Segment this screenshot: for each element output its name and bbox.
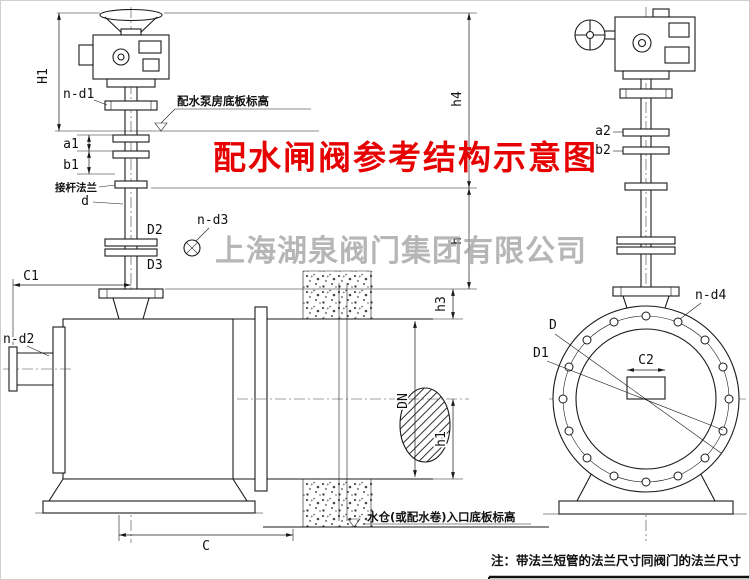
base-plate [42, 500, 256, 514]
valve-top-flange [98, 288, 164, 299]
stem-coupling-flange [114, 180, 148, 189]
pump-floor-label: 配水泵房底板标高 [177, 94, 269, 108]
left-valve-body [3, 306, 268, 514]
label-C2: C2 [638, 353, 654, 368]
dim-D1-leader [546, 360, 724, 431]
right-valve-body: C2 D D1 n-d4 [531, 286, 740, 493]
label-h3: h3 [434, 296, 449, 312]
elevation-mark-icon [347, 518, 361, 528]
base-plate [558, 500, 734, 515]
base-pedestal [47, 478, 249, 502]
elevation-mark-icon [154, 122, 168, 132]
bolt-symbol-icon [183, 239, 201, 257]
label-DN: DN [396, 393, 411, 409]
label-h1: h1 [434, 431, 449, 447]
label-C: C [202, 539, 210, 554]
left-actuator [78, 8, 170, 88]
left-view: H1 n-d1 a1 b1 接杆法兰 d D2 D3 n-d3 C1 n-d2 [1, 7, 549, 556]
label-D1: D1 [533, 346, 549, 361]
pipe-end-section [399, 387, 451, 463]
outlet-pipe [233, 318, 469, 480]
concrete-wall [263, 270, 549, 528]
wall-lower [303, 479, 373, 527]
dim-D-leader [554, 333, 722, 454]
valve-bonnet [112, 297, 150, 320]
label-a1: a1 [63, 137, 79, 152]
actuator-mount-flange [106, 78, 156, 88]
flange-bolt-holes [558, 311, 734, 487]
valve-body-shell [62, 318, 234, 480]
inlet-stub-flange [8, 346, 18, 392]
label-n-d4: n-d4 [695, 288, 726, 303]
actuator-body [92, 34, 170, 80]
label-h4: h4 [450, 91, 465, 107]
left-stem [55, 87, 319, 320]
label-D: D [549, 318, 557, 333]
label-n-d3: n-d3 [197, 213, 228, 228]
label-C1: C1 [23, 269, 39, 284]
note-block: 注：带法兰短管的法兰尺寸同阀门的法兰尺寸 [488, 553, 749, 579]
right-actuator [574, 8, 696, 80]
label-H1: H1 [36, 68, 51, 84]
wall-upper [303, 271, 373, 319]
actuator-body [614, 16, 696, 72]
drawing-title: 配水闸阀参考结构示意图 [213, 138, 598, 177]
label-h: h [450, 237, 465, 245]
label-stem-flange: 接杆法兰 [55, 181, 97, 194]
right-view: a2 b2 [531, 7, 747, 541]
handwheel-icon [99, 8, 163, 22]
label-D3: D3 [147, 258, 163, 273]
watermark-text: 上海湖泉阀门集团有限公司 [215, 234, 587, 269]
label-n-d2: n-d2 [3, 332, 34, 347]
inlet-flange [52, 326, 66, 474]
right-stem: a2 b2 [593, 79, 680, 318]
label-a2: a2 [595, 124, 611, 139]
actuator-mount-flange [622, 70, 670, 80]
stem-top-flange [104, 100, 158, 111]
label-d: d [81, 194, 89, 209]
label-b1: b1 [63, 158, 79, 173]
label-n-d1: n-d1 [63, 87, 94, 102]
left-dimensions: H1 n-d1 a1 b1 接杆法兰 d D2 D3 n-d3 C1 n-d2 [1, 12, 477, 556]
label-b2: b2 [595, 143, 611, 158]
center-boss [626, 376, 666, 400]
body-inner-circle [575, 328, 717, 470]
elevation-annotations: 配水泵房底板标高 水仓(或配水卷)入口底板标高 [154, 94, 531, 528]
motor-box [78, 44, 94, 66]
note-text: 注：带法兰短管的法兰尺寸同阀门的法兰尺寸 [491, 553, 742, 568]
label-D2: D2 [147, 223, 163, 238]
inlet-floor-label: 水仓(或配水卷)入口底板标高 [367, 510, 516, 524]
